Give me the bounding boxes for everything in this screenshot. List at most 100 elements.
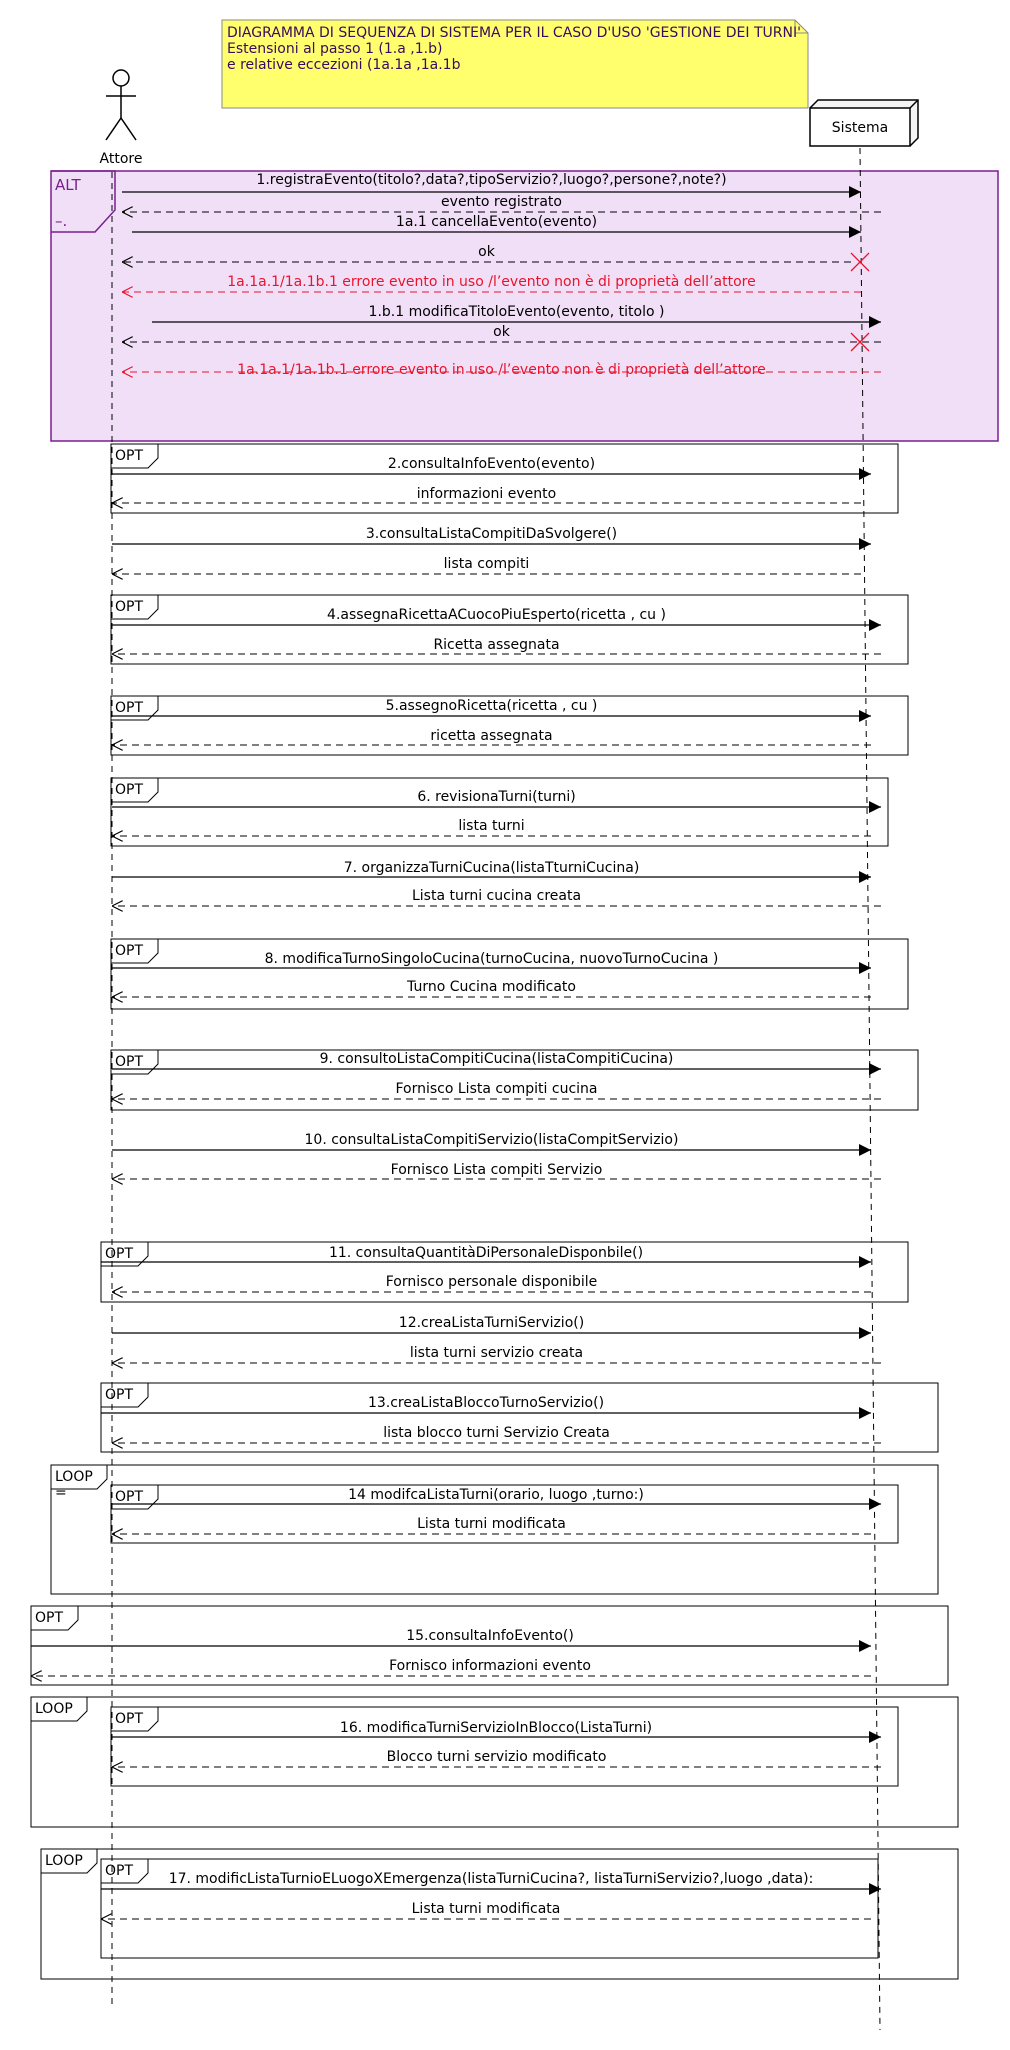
- fragment-frame: [110, 695, 909, 756]
- fragment-opt: OPT: [110, 443, 899, 514]
- fragment-tag-box: [111, 594, 159, 620]
- alt-tag: ALT: [55, 176, 82, 194]
- fragment-loop: LOOP: [40, 1848, 959, 1980]
- message-return: Turno Cucina modificato: [112, 979, 871, 997]
- message-label: Blocco turni servizio modificato: [387, 1749, 607, 1765]
- message-label: Fornisco personale disponibile: [386, 1274, 597, 1290]
- message-label: 7. organizzaTurniCucina(listaTturniCucin…: [344, 860, 640, 876]
- message-return: lista blocco turni Servizio Creata: [112, 1425, 881, 1443]
- message-return: Fornisco Lista compiti Servizio: [112, 1162, 881, 1179]
- fragment-tag-box: [111, 1484, 159, 1510]
- message-label: ricetta assegnata: [430, 728, 552, 744]
- fragment-opt: OPT: [110, 938, 909, 1010]
- message-return: ok: [122, 244, 851, 262]
- message-call: 5.assegnoRicetta(ricetta , cu ): [112, 698, 871, 722]
- fragment-opt: OPT: [110, 594, 909, 665]
- message-return: Fornisco Lista compiti cucina: [112, 1081, 881, 1099]
- alt-guard: –.: [55, 212, 67, 230]
- fragment-tag: OPT: [115, 700, 143, 716]
- message-call: 13.creaListaBloccoTurnoServizio(): [101, 1395, 871, 1419]
- message-label: 1.registraEvento(titolo?,data?,tipoServi…: [256, 172, 726, 188]
- destroy-x-icon: [850, 332, 870, 352]
- fragment-opt: OPT: [100, 1382, 939, 1453]
- message-label: Lista turni cucina creata: [412, 888, 581, 904]
- fragment-tag: OPT: [115, 782, 143, 798]
- message-label: informazioni evento: [417, 486, 556, 502]
- message-label: Lista turni modificata: [417, 1516, 566, 1532]
- message-label: 6. revisionaTurni(turni): [417, 789, 575, 805]
- message-return: informazioni evento: [112, 486, 861, 503]
- message-label: lista turni: [458, 818, 524, 834]
- fragment-frame: [100, 1382, 939, 1453]
- message-label: Fornisco informazioni evento: [389, 1658, 591, 1674]
- actor-stickman-icon: [105, 69, 137, 141]
- message-label: 12.creaListaTurniServizio(): [399, 1315, 584, 1331]
- message-label: 10. consultaListaCompitiServizio(listaCo…: [305, 1132, 679, 1148]
- message-label: lista compiti: [444, 556, 530, 572]
- fragment-tag: OPT: [105, 1863, 133, 1879]
- fragment-tag: LOOP: [35, 1701, 73, 1717]
- actor-label: Attore: [100, 151, 143, 167]
- message-error: 1a.1a.1/1a.1b.1 errore evento in uso /l’…: [122, 362, 881, 378]
- fragment-tag: OPT: [115, 1054, 143, 1070]
- message-call: 1a.1 cancellaEvento(evento): [132, 214, 861, 238]
- message-label: Lista turni modificata: [412, 1901, 561, 1917]
- fragment-frame: [110, 1484, 899, 1544]
- fragment-tag-box: [101, 1382, 149, 1408]
- fragment-frame: [110, 1706, 899, 1787]
- fragment-tag-box: [31, 1696, 88, 1722]
- fragments-layer: OPTOPTOPTOPTOPTOPTOPTOPTLOOP=OPTOPTLOOPO…: [30, 443, 959, 1980]
- message-call: 1.registraEvento(titolo?,data?,tipoServi…: [122, 172, 861, 198]
- fragment-loop: LOOP: [30, 1696, 959, 1828]
- message-label: Fornisco Lista compiti cucina: [395, 1081, 597, 1097]
- alt-tag-box: [51, 170, 116, 233]
- fragment-frame: [110, 443, 899, 514]
- fragment-opt: OPT: [110, 777, 889, 847]
- message-return: Blocco turni servizio modificato: [112, 1749, 881, 1767]
- message-label: 16. modificaTurniServizioInBlocco(ListaT…: [340, 1720, 652, 1736]
- alt-fragment: ALT –.: [50, 170, 999, 442]
- message-return: lista turni servizio creata: [112, 1345, 881, 1363]
- fragment-tag-box: [111, 443, 159, 469]
- fragment-tag: OPT: [115, 448, 143, 464]
- message-label: lista turni servizio creata: [410, 1345, 583, 1361]
- message-return: Lista turni cucina creata: [112, 888, 881, 906]
- fragment-frame: [100, 1858, 879, 1959]
- message-label: ok: [478, 244, 496, 260]
- message-return: ricetta assegnata: [112, 728, 871, 745]
- alt-frame: [50, 170, 999, 442]
- fragment-tag: OPT: [35, 1610, 63, 1626]
- fragment-tag-box: [111, 1706, 159, 1732]
- fragment-opt: OPT: [110, 1484, 899, 1544]
- fragment-tag-box: [31, 1605, 79, 1631]
- message-return: lista turni: [112, 818, 871, 836]
- note-box: [221, 19, 809, 109]
- message-call: 9. consultoListaCompitiCucina(listaCompi…: [112, 1051, 881, 1075]
- message-return: Lista turni modificata: [101, 1901, 871, 1919]
- message-call: 6. revisionaTurni(turni): [112, 789, 881, 813]
- actor-participant: Attore: [100, 69, 143, 167]
- fragment-tag-box: [111, 938, 159, 964]
- message-call: 3.consultaListaCompitiDaSvolgere(): [112, 526, 871, 550]
- fragment-tag-box: [111, 1049, 159, 1075]
- message-return: ok: [122, 324, 881, 342]
- fragment-tag: OPT: [105, 1246, 133, 1262]
- title-note: DIAGRAMMA DI SEQUENZA DI SISTEMA PER IL …: [221, 19, 809, 109]
- message-call: 1.b.1 modificaTitoloEvento(evento, titol…: [152, 304, 881, 328]
- message-return: Fornisco informazioni evento: [31, 1658, 871, 1676]
- message-call: 14 modifcaListaTurni(orario, luogo ,turn…: [111, 1487, 881, 1510]
- message-label: 14 modifcaListaTurni(orario, luogo ,turn…: [348, 1487, 644, 1503]
- message-label: 1.b.1 modificaTitoloEvento(evento, titol…: [369, 304, 665, 320]
- message-call: 7. organizzaTurniCucina(listaTturniCucin…: [112, 860, 871, 883]
- fragment-tag-box: [111, 777, 159, 803]
- fragment-tag: OPT: [115, 1711, 143, 1727]
- fragment-tag-box: [41, 1848, 98, 1874]
- message-label: 8. modificaTurnoSingoloCucina(turnoCucin…: [265, 951, 719, 967]
- message-label: ok: [493, 324, 511, 340]
- fragment-tag: OPT: [105, 1387, 133, 1403]
- message-call: 17. modificListaTurnioELuogoXEmergenza(l…: [101, 1871, 881, 1895]
- message-call: 10. consultaListaCompitiServizio(listaCo…: [112, 1132, 871, 1156]
- messages-layer: 1.registraEvento(titolo?,data?,tipoServi…: [31, 172, 881, 1919]
- fragment-frame: [100, 1241, 909, 1303]
